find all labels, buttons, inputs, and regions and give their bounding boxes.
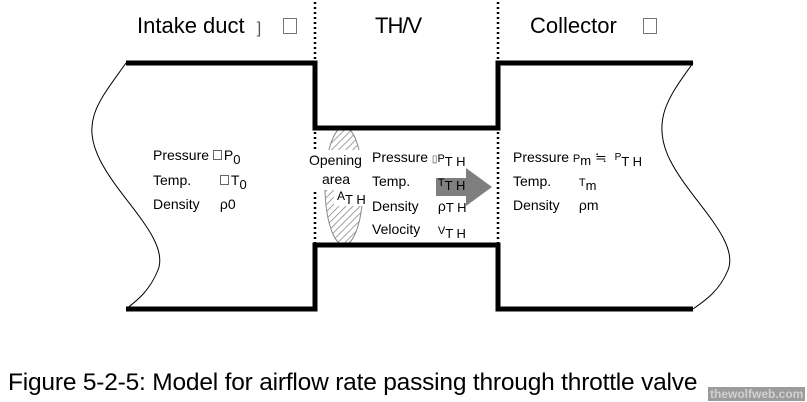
glyph-icon: ▯ <box>431 154 438 165</box>
opening-label: Opening <box>309 152 362 168</box>
glyph-icon: ] <box>256 20 262 37</box>
approx-equal-symbol: ≒ <box>595 149 607 165</box>
placeholder-box-icon <box>219 175 229 185</box>
throttle-pressure-subscript: T H <box>444 154 466 169</box>
throttle-temp: Temp. TT H <box>372 173 465 193</box>
intake-temp-subscript: 0 <box>239 177 247 192</box>
collector-pressure-label: Pressure <box>513 149 570 165</box>
area-symbol: A <box>337 189 346 203</box>
intake-temp-symbol: T <box>230 172 240 188</box>
placeholder-box-icon <box>642 18 657 34</box>
header-collector-text: Collector <box>530 13 617 38</box>
opening-area-symbol: AT H <box>337 187 366 207</box>
throttle-density-subscript: T H <box>445 200 467 215</box>
throttle-velocity-subscript: T H <box>445 226 466 241</box>
collector-density-subscript: m <box>586 197 599 213</box>
throttle-pressure: Pressure ▯PT H <box>372 149 466 169</box>
watermark: thewolfweb.com <box>708 387 806 401</box>
throttle-velocity-symbol: V <box>437 225 446 237</box>
throttle-pressure-symbol: P <box>437 153 445 165</box>
collector-pressure-symbol: P <box>572 153 581 165</box>
throttle-temp-subscript: T H <box>444 178 466 193</box>
collector-density: Density ρm <box>513 197 599 213</box>
collector-pressure-rhs-symbol: P <box>614 152 622 163</box>
area-subscript: T H <box>345 192 366 207</box>
collector-pressure-subscript: m <box>580 153 592 168</box>
flow-arrow <box>436 168 492 206</box>
placeholder-box-icon <box>212 150 222 160</box>
intake-pressure-label: Pressure <box>153 147 210 163</box>
throttle-density-label: Density <box>372 198 419 214</box>
area-symbol-bg <box>334 190 364 206</box>
placeholder-box-icon <box>283 18 298 34</box>
collector-density-label: Density <box>513 197 560 213</box>
header-intake: Intake duct ] <box>137 13 298 39</box>
intake-temp-label: Temp. <box>153 172 192 188</box>
header-collector: Collector <box>530 13 657 39</box>
collector-pressure: Pressure Pm ≒ PT H <box>513 149 643 169</box>
throttle-velocity-label: Velocity <box>372 221 421 237</box>
intake-density-label: Density <box>153 196 200 212</box>
collector-temp-subscript: m <box>585 178 597 193</box>
throttle-temp-symbol: T <box>437 177 445 189</box>
intake-density-subscript: 0 <box>227 196 236 212</box>
collector-temp-symbol: T <box>578 177 586 189</box>
throttle-pressure-label: Pressure <box>372 149 429 165</box>
intake-density-symbol: ρ <box>219 196 228 212</box>
opening-label-bg <box>306 150 370 190</box>
throttle-density: Density ρT H <box>372 198 467 215</box>
figure-caption: Figure 5-2-5: Model for airflow rate pas… <box>8 369 698 396</box>
collector-density-symbol: ρ <box>578 197 587 213</box>
intake-density: Density ρ0 <box>153 196 236 212</box>
intake-pressure-subscript: 0 <box>233 152 241 167</box>
collector-temp-label: Temp. <box>513 173 552 189</box>
collector-pressure-rhs-subscript: T H <box>621 154 643 169</box>
collector-temp: Temp. Tm <box>513 173 596 193</box>
collector-break-line <box>661 62 731 310</box>
opening-label-area: area <box>322 171 351 187</box>
throttle-temp-label: Temp. <box>372 173 411 189</box>
intake-temp: Temp. T0 <box>153 172 247 192</box>
duct-wall-top <box>126 60 693 131</box>
header-intake-text: Intake duct <box>137 13 245 38</box>
duct-wall-bottom <box>126 242 693 312</box>
header-throttle: TH/V <box>375 13 422 38</box>
intake-pressure: Pressure P0 <box>153 147 241 167</box>
throttle-density-symbol: ρ <box>437 198 446 214</box>
intake-pressure-symbol: P <box>223 147 234 163</box>
intake-break-line <box>91 62 161 310</box>
throttle-velocity: Velocity VT H <box>372 221 466 241</box>
